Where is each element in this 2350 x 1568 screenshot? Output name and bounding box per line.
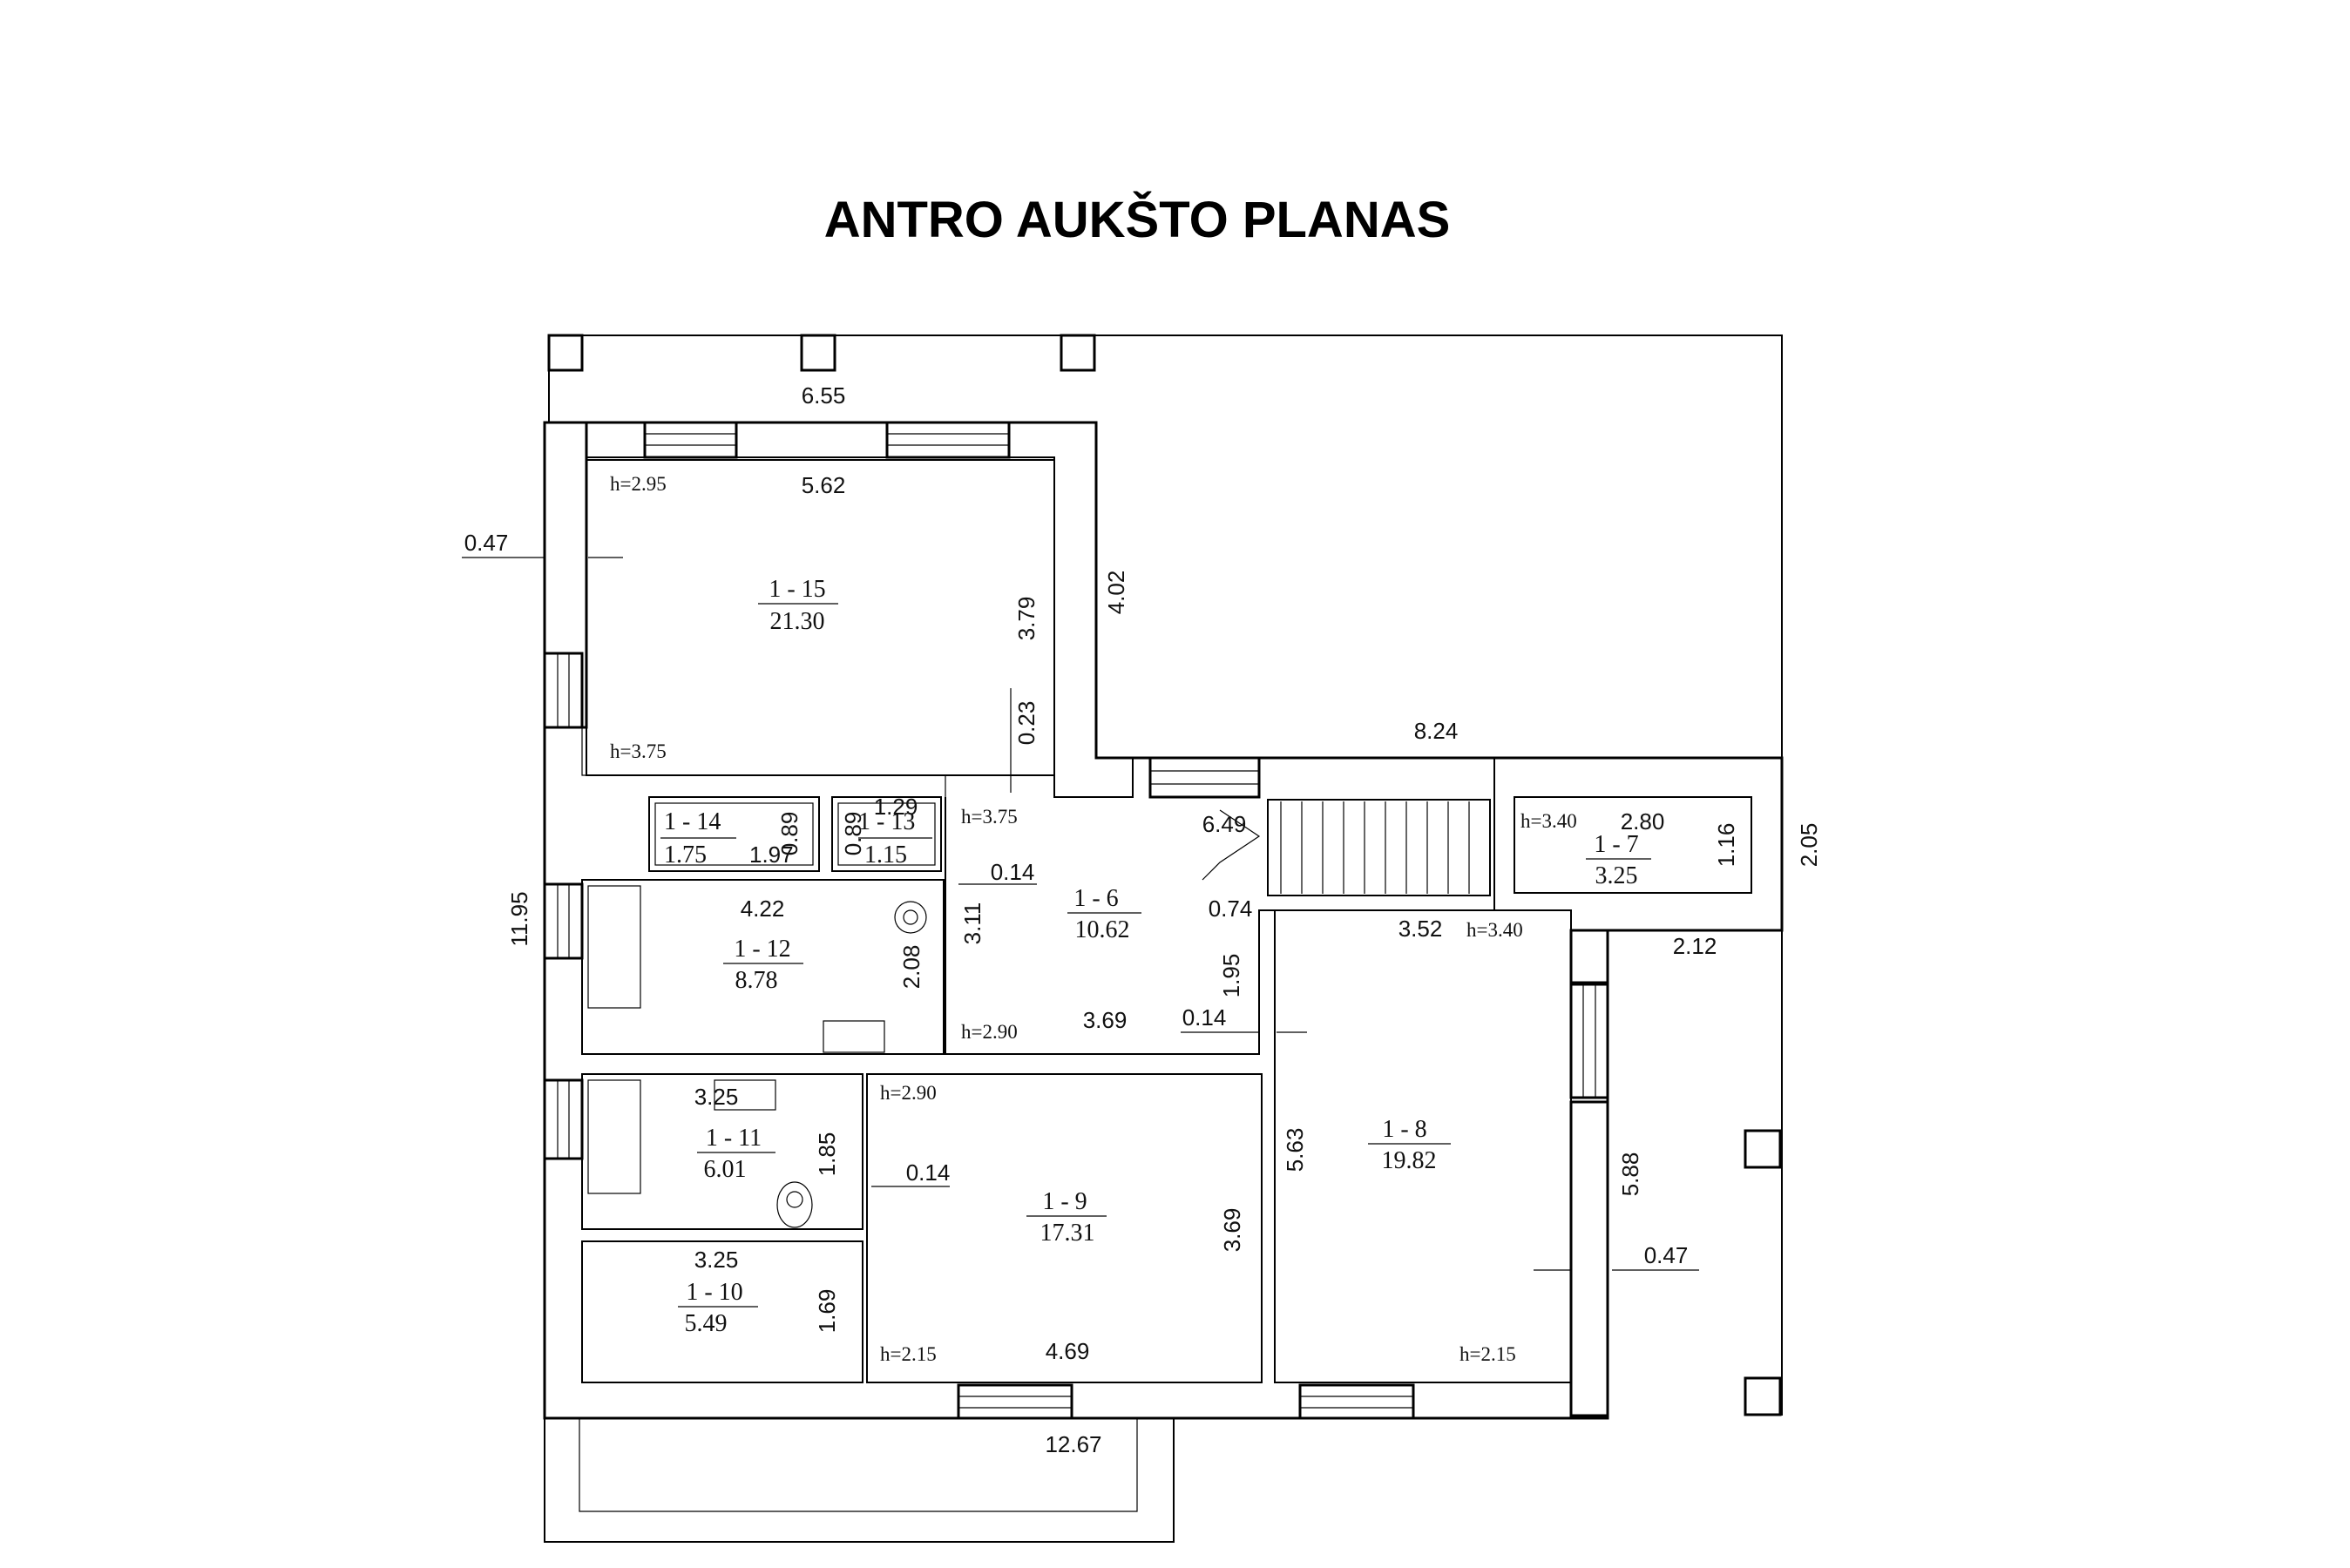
dimension-lines (462, 557, 1699, 1271)
terrace-outlines (544, 334, 1783, 1543)
dimension: 8.24 (1414, 718, 1459, 744)
dimension: 1.16 (1713, 823, 1739, 868)
dimension: 3.69 (1219, 1208, 1245, 1253)
height-label: h=3.40 (1520, 810, 1577, 832)
room-1-6-outline (945, 758, 1495, 1055)
column-post (547, 334, 584, 372)
dimension: 2.08 (898, 945, 924, 990)
room-id: 1 - 6 (1073, 885, 1118, 912)
dimension: 6.55 (802, 382, 846, 409)
room-area: 5.49 (685, 1310, 728, 1337)
height-label: h=2.95 (610, 473, 667, 495)
dimension: 0.23 (1013, 701, 1040, 746)
dimension: 0.89 (840, 812, 866, 856)
dimension: 3.25 (694, 1084, 739, 1110)
room-id: 1 - 13 (858, 808, 915, 835)
dimension: 2.80 (1621, 808, 1665, 835)
room-id: 1 - 15 (769, 576, 825, 603)
window (1148, 756, 1261, 799)
room-area: 17.31 (1040, 1220, 1095, 1247)
height-label: h=3.40 (1466, 919, 1523, 941)
room-id: 1 - 9 (1042, 1188, 1087, 1215)
height-label: h=2.15 (880, 1343, 937, 1365)
dimension: 12.67 (1045, 1431, 1101, 1457)
staircase (1202, 799, 1491, 896)
dimension: 3.69 (1083, 1007, 1128, 1033)
column-post (1060, 334, 1096, 372)
dimension-labels: 6.55 5.62 0.47 3.79 4.02 0.23 8.24 1.29 … (464, 382, 1822, 1457)
dimension: 4.69 (1046, 1338, 1090, 1364)
window (543, 1078, 584, 1160)
dimension: 3.52 (1398, 916, 1443, 942)
dimension: 6.49 (1202, 811, 1247, 837)
dimension: 3.79 (1013, 597, 1040, 641)
dimension: 4.22 (741, 896, 785, 922)
room-id: 1 - 10 (686, 1279, 742, 1306)
dimension: 0.74 (1209, 896, 1253, 922)
dimension: 4.02 (1103, 571, 1129, 615)
column-post (800, 334, 836, 372)
room-1-13-outline (831, 796, 942, 872)
dimension: 0.14 (906, 1159, 951, 1186)
room-area: 8.78 (735, 967, 778, 994)
column-post (1744, 1376, 1782, 1416)
room-id: 1 - 12 (734, 936, 790, 963)
walls (543, 421, 1784, 1420)
height-label: h=3.75 (610, 740, 667, 762)
room-1-14-outline (648, 796, 820, 872)
height-label: h=2.90 (880, 1082, 937, 1104)
height-label: h=3.75 (961, 806, 1018, 828)
window (1569, 983, 1609, 1099)
height-label: h=2.90 (961, 1021, 1018, 1043)
room-area: 10.62 (1075, 916, 1130, 943)
dimension: 0.14 (991, 859, 1035, 885)
dimension: 11.95 (506, 891, 532, 946)
dimension: 1.69 (814, 1289, 840, 1334)
dimension: 2.05 (1796, 823, 1822, 868)
room-1-12-outline (581, 879, 945, 1055)
room-area: 19.82 (1382, 1147, 1437, 1174)
room-1-10-outline (581, 1240, 863, 1383)
dimension: 0.47 (464, 530, 509, 556)
window (957, 1383, 1073, 1420)
room-1-9-outline (866, 1073, 1263, 1383)
room-area: 3.25 (1595, 862, 1638, 889)
dimension: 5.62 (802, 472, 846, 498)
windows (543, 421, 1609, 1420)
room-area: 1.75 (664, 841, 707, 868)
dimension: 3.11 (959, 902, 985, 945)
room-1-8-outline (1274, 909, 1572, 1383)
room-id: 1 - 14 (664, 808, 721, 835)
dimension: 0.47 (1644, 1242, 1689, 1268)
dimension: 0.89 (776, 812, 803, 856)
dimension: 2.12 (1673, 933, 1717, 959)
column-post (1744, 1129, 1782, 1169)
room-id: 1 - 7 (1594, 831, 1638, 858)
dimension: 5.88 (1617, 1152, 1643, 1197)
dimension: 3.25 (694, 1247, 739, 1273)
room-1-7-outline (1514, 796, 1752, 894)
height-labels: h=2.95 h=3.75 h=3.75 h=3.40 h=3.40 h=2.9… (610, 473, 1577, 1365)
dimension: 1.95 (1218, 954, 1244, 998)
height-label: h=2.15 (1459, 1343, 1516, 1365)
dimension: 0.14 (1182, 1004, 1227, 1031)
room-id: 1 - 8 (1382, 1116, 1426, 1143)
window (543, 652, 584, 729)
room-area: 21.30 (770, 608, 825, 635)
window (1298, 1383, 1415, 1420)
room-id: 1 - 11 (706, 1125, 762, 1152)
dimension: 1.85 (814, 1132, 840, 1177)
plan-title: ANTRO AUKŠTO PLANAS (824, 192, 1451, 248)
room-labels: 1 - 15 21.30 1 - 14 1.75 1 - 13 1.15 1 -… (660, 576, 1651, 1337)
dimension: 1.97 (749, 841, 794, 868)
dimension: 5.63 (1282, 1128, 1308, 1173)
window (643, 421, 738, 459)
room-area: 1.15 (864, 841, 907, 868)
window (543, 882, 584, 960)
room-area: 6.01 (704, 1156, 747, 1183)
dimension: 1.29 (874, 794, 918, 820)
window (885, 421, 1011, 459)
